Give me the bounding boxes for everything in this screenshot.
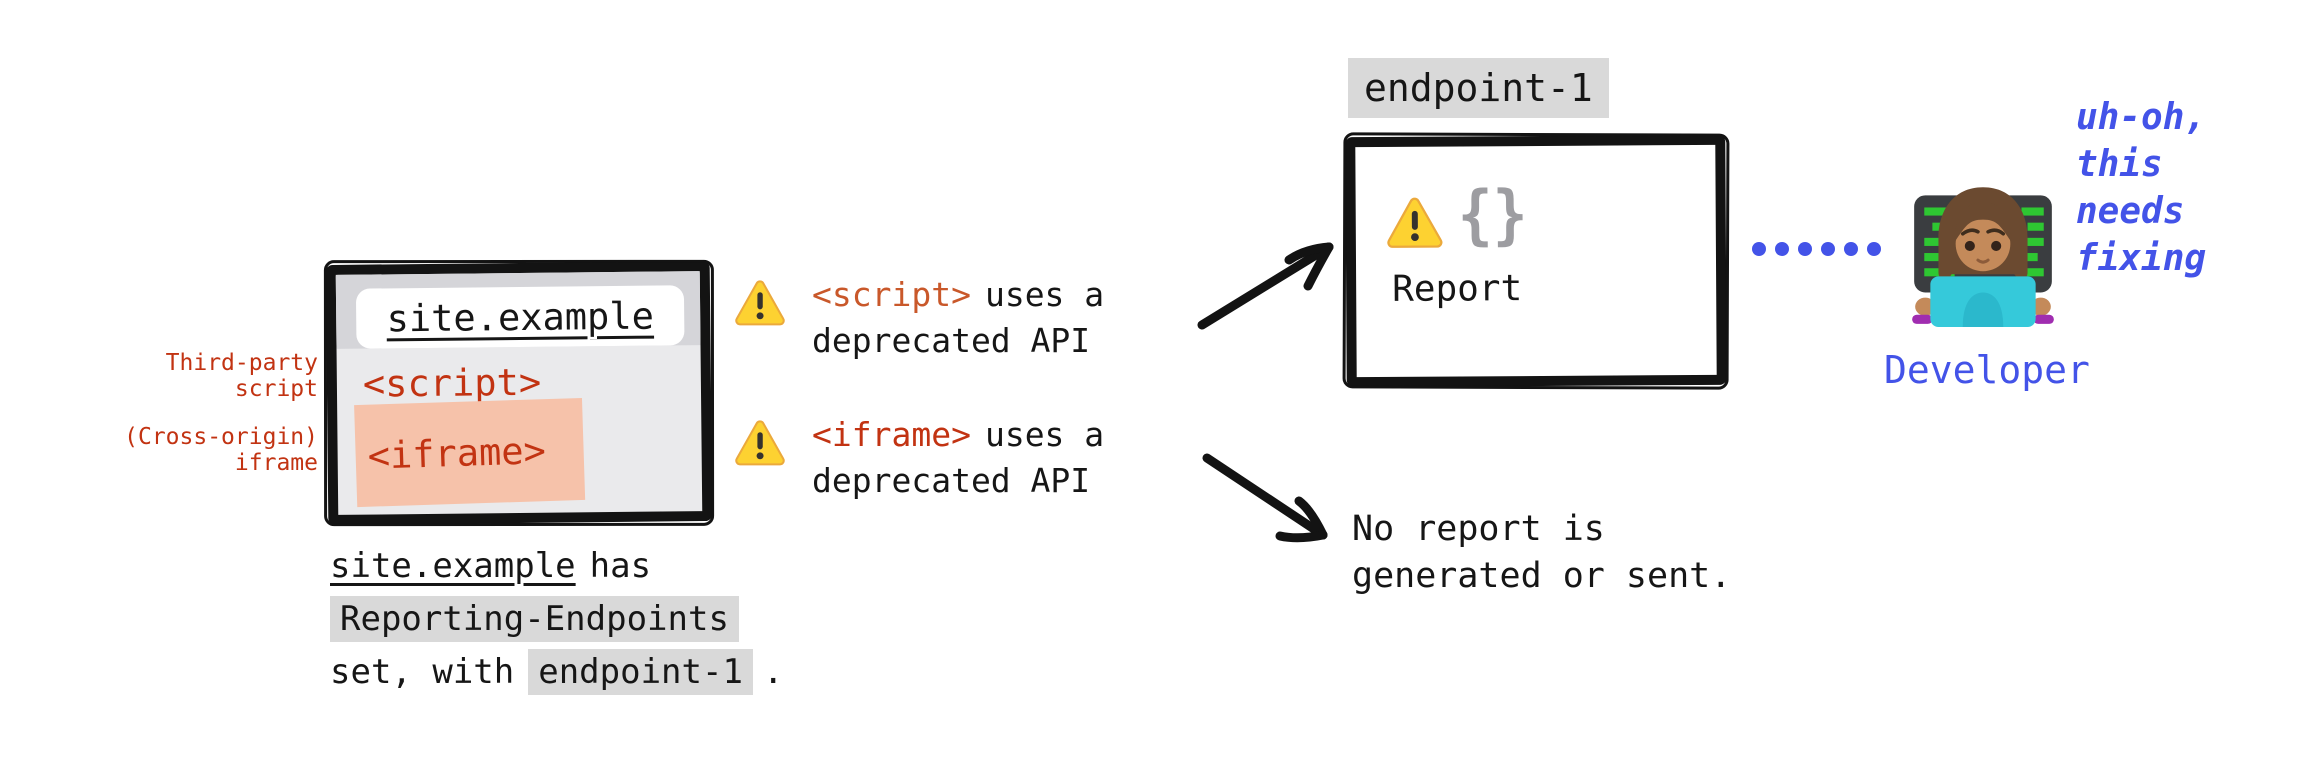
caption-line-2: Reporting-Endpoints (330, 593, 783, 646)
address-bar: site.example (355, 285, 685, 349)
arrow-to-endpoint (1197, 242, 1334, 330)
label-line: (Cross-origin) (124, 424, 318, 450)
third-party-script-label: Third-party script (40, 350, 318, 402)
script-tag-text: <script> (812, 275, 971, 314)
label-line: Third-party (165, 350, 318, 376)
dot (1798, 242, 1812, 256)
iframe-element: <iframe> (366, 428, 547, 478)
dotted-connector (1752, 242, 1881, 256)
report-label: Report (1392, 268, 1523, 310)
browser-window: site.example <script> <iframe> (325, 260, 713, 526)
reporting-endpoints-header: Reporting-Endpoints (330, 596, 739, 642)
dot (1867, 242, 1881, 256)
json-braces-icon: {} (1457, 176, 1528, 253)
site-url: site.example (386, 294, 655, 340)
iframe-warning-row: <iframe>uses a deprecated API (734, 412, 1104, 504)
label-line: script (234, 376, 318, 402)
endpoint-name: endpoint-1 (528, 649, 753, 695)
warning-text: <script>uses a deprecated API (812, 275, 1105, 360)
dot (1821, 242, 1835, 256)
cross-origin-iframe-label: (Cross-origin) iframe (40, 424, 318, 476)
warning-icon (735, 420, 785, 466)
woman-technologist-emoji (1912, 187, 2054, 327)
dot (1752, 242, 1766, 256)
script-element: <script> (362, 360, 542, 406)
caption-site: site.example (330, 546, 576, 586)
iframe-tag-text: <iframe> (812, 415, 971, 454)
endpoint-report-box: {} Report (1345, 134, 1727, 388)
developer-label: Developer (1884, 348, 2090, 392)
warning-text: <iframe>uses a deprecated API (812, 415, 1105, 500)
dot (1775, 242, 1789, 256)
no-report-text: No report is generated or sent. (1352, 509, 1732, 596)
warning-icon (1387, 197, 1443, 248)
script-warning-row: <script>uses a deprecated API (734, 272, 1104, 364)
endpoint-label: endpoint-1 (1348, 58, 1609, 118)
dot (1844, 242, 1858, 256)
label-line: iframe (234, 450, 318, 476)
warning-icon (735, 280, 785, 326)
developer-thought: uh-oh, this needs fixing (2076, 97, 2207, 279)
iframe-element-highlight: <iframe> (354, 397, 586, 508)
arrow-to-no-report (1202, 453, 1328, 543)
